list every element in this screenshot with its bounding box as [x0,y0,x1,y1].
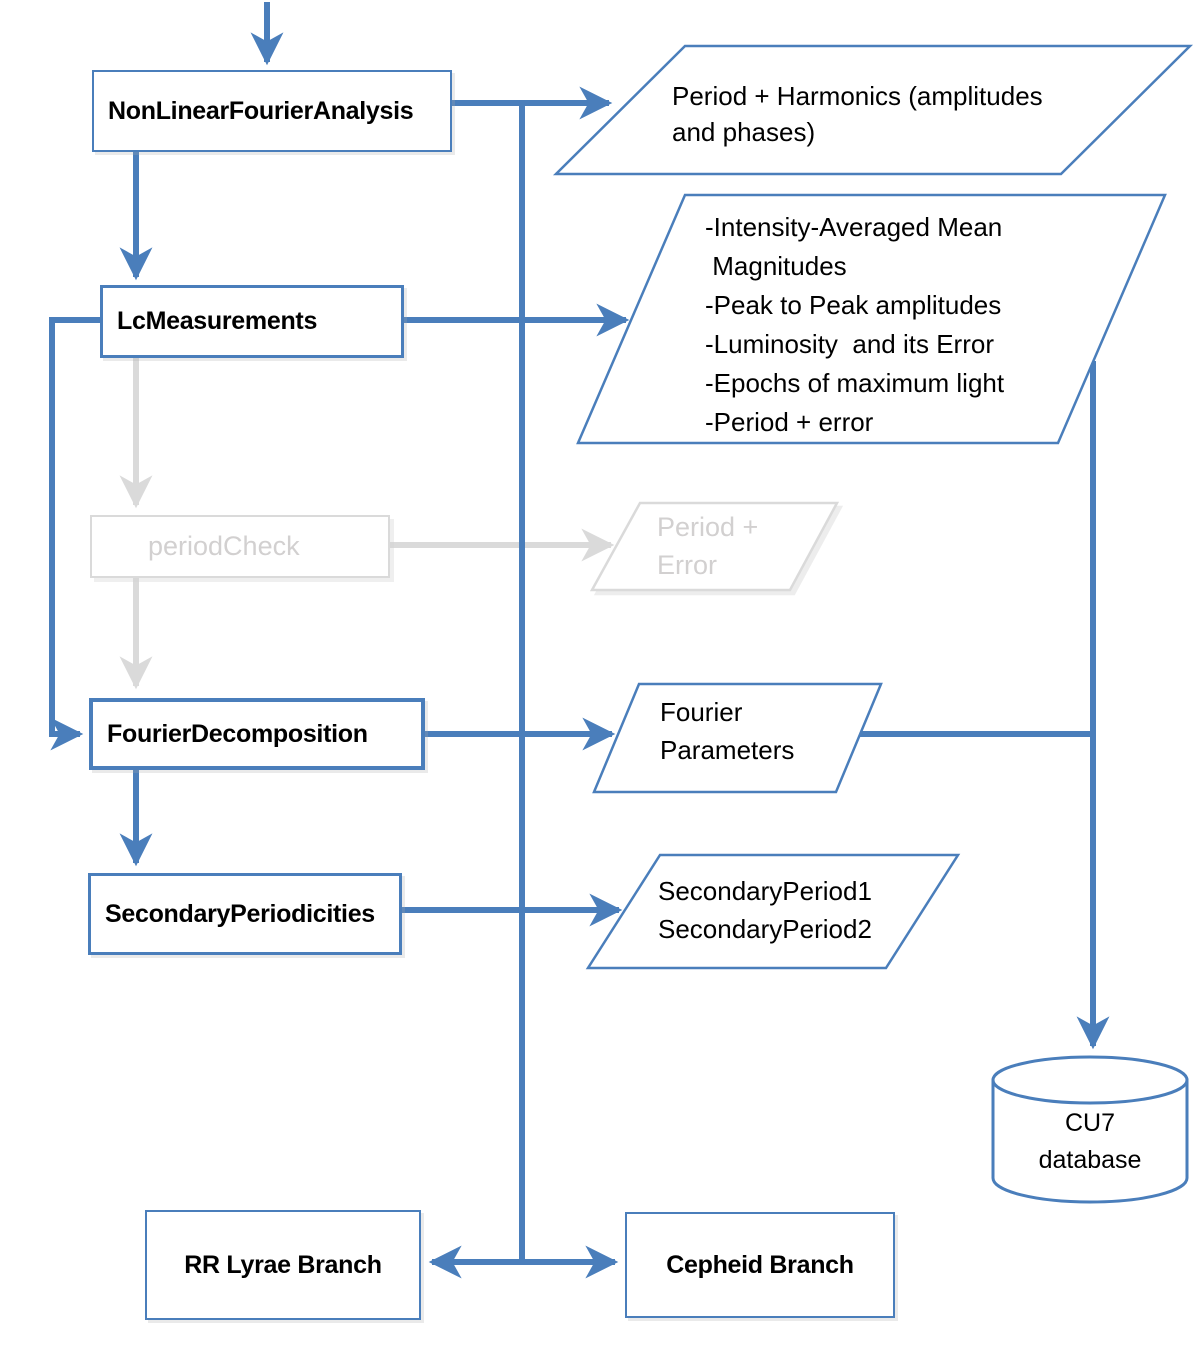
cu7-database-label: CU7 database [1038,1109,1142,1174]
period-error-parallelogram [589,501,840,592]
connector-lc-bypass-to-fourier [49,317,102,751]
secondary-periods-parallelogram [585,853,961,970]
fourier-params-parallelogram [592,682,883,794]
nonlinear-fourier-analysis-box: NonLinearFourierAnalysis [92,70,452,152]
rr-lyrae-branch-box: RR Lyrae Branch [145,1210,421,1320]
lc-outputs-parallelogram [576,193,1167,445]
lc-outputs-label: -Intensity-Averaged Mean Magnitudes -Pea… [705,212,1005,437]
period-error-label: Period + Error [657,512,759,580]
lc-measurements-box: LcMeasurements [100,285,404,358]
period-harmonics-label: Period + Harmonics (amplitudes and phase… [672,81,1043,147]
period-harmonics-parallelogram [552,44,1194,176]
secondary-periodicities-box: SecondaryPeriodicities [88,873,402,955]
cepheid-branch-box: Cepheid Branch [625,1212,895,1318]
period-check-box: periodCheck [90,515,390,578]
fourier-parameters-label: Fourier Parameters [660,697,795,765]
cu7-database-cylinder [991,1055,1189,1204]
secondary-periods-label: SecondaryPeriod1 SecondaryPeriod2 [658,876,872,944]
fourier-decomposition-box: FourierDecomposition [89,698,425,770]
